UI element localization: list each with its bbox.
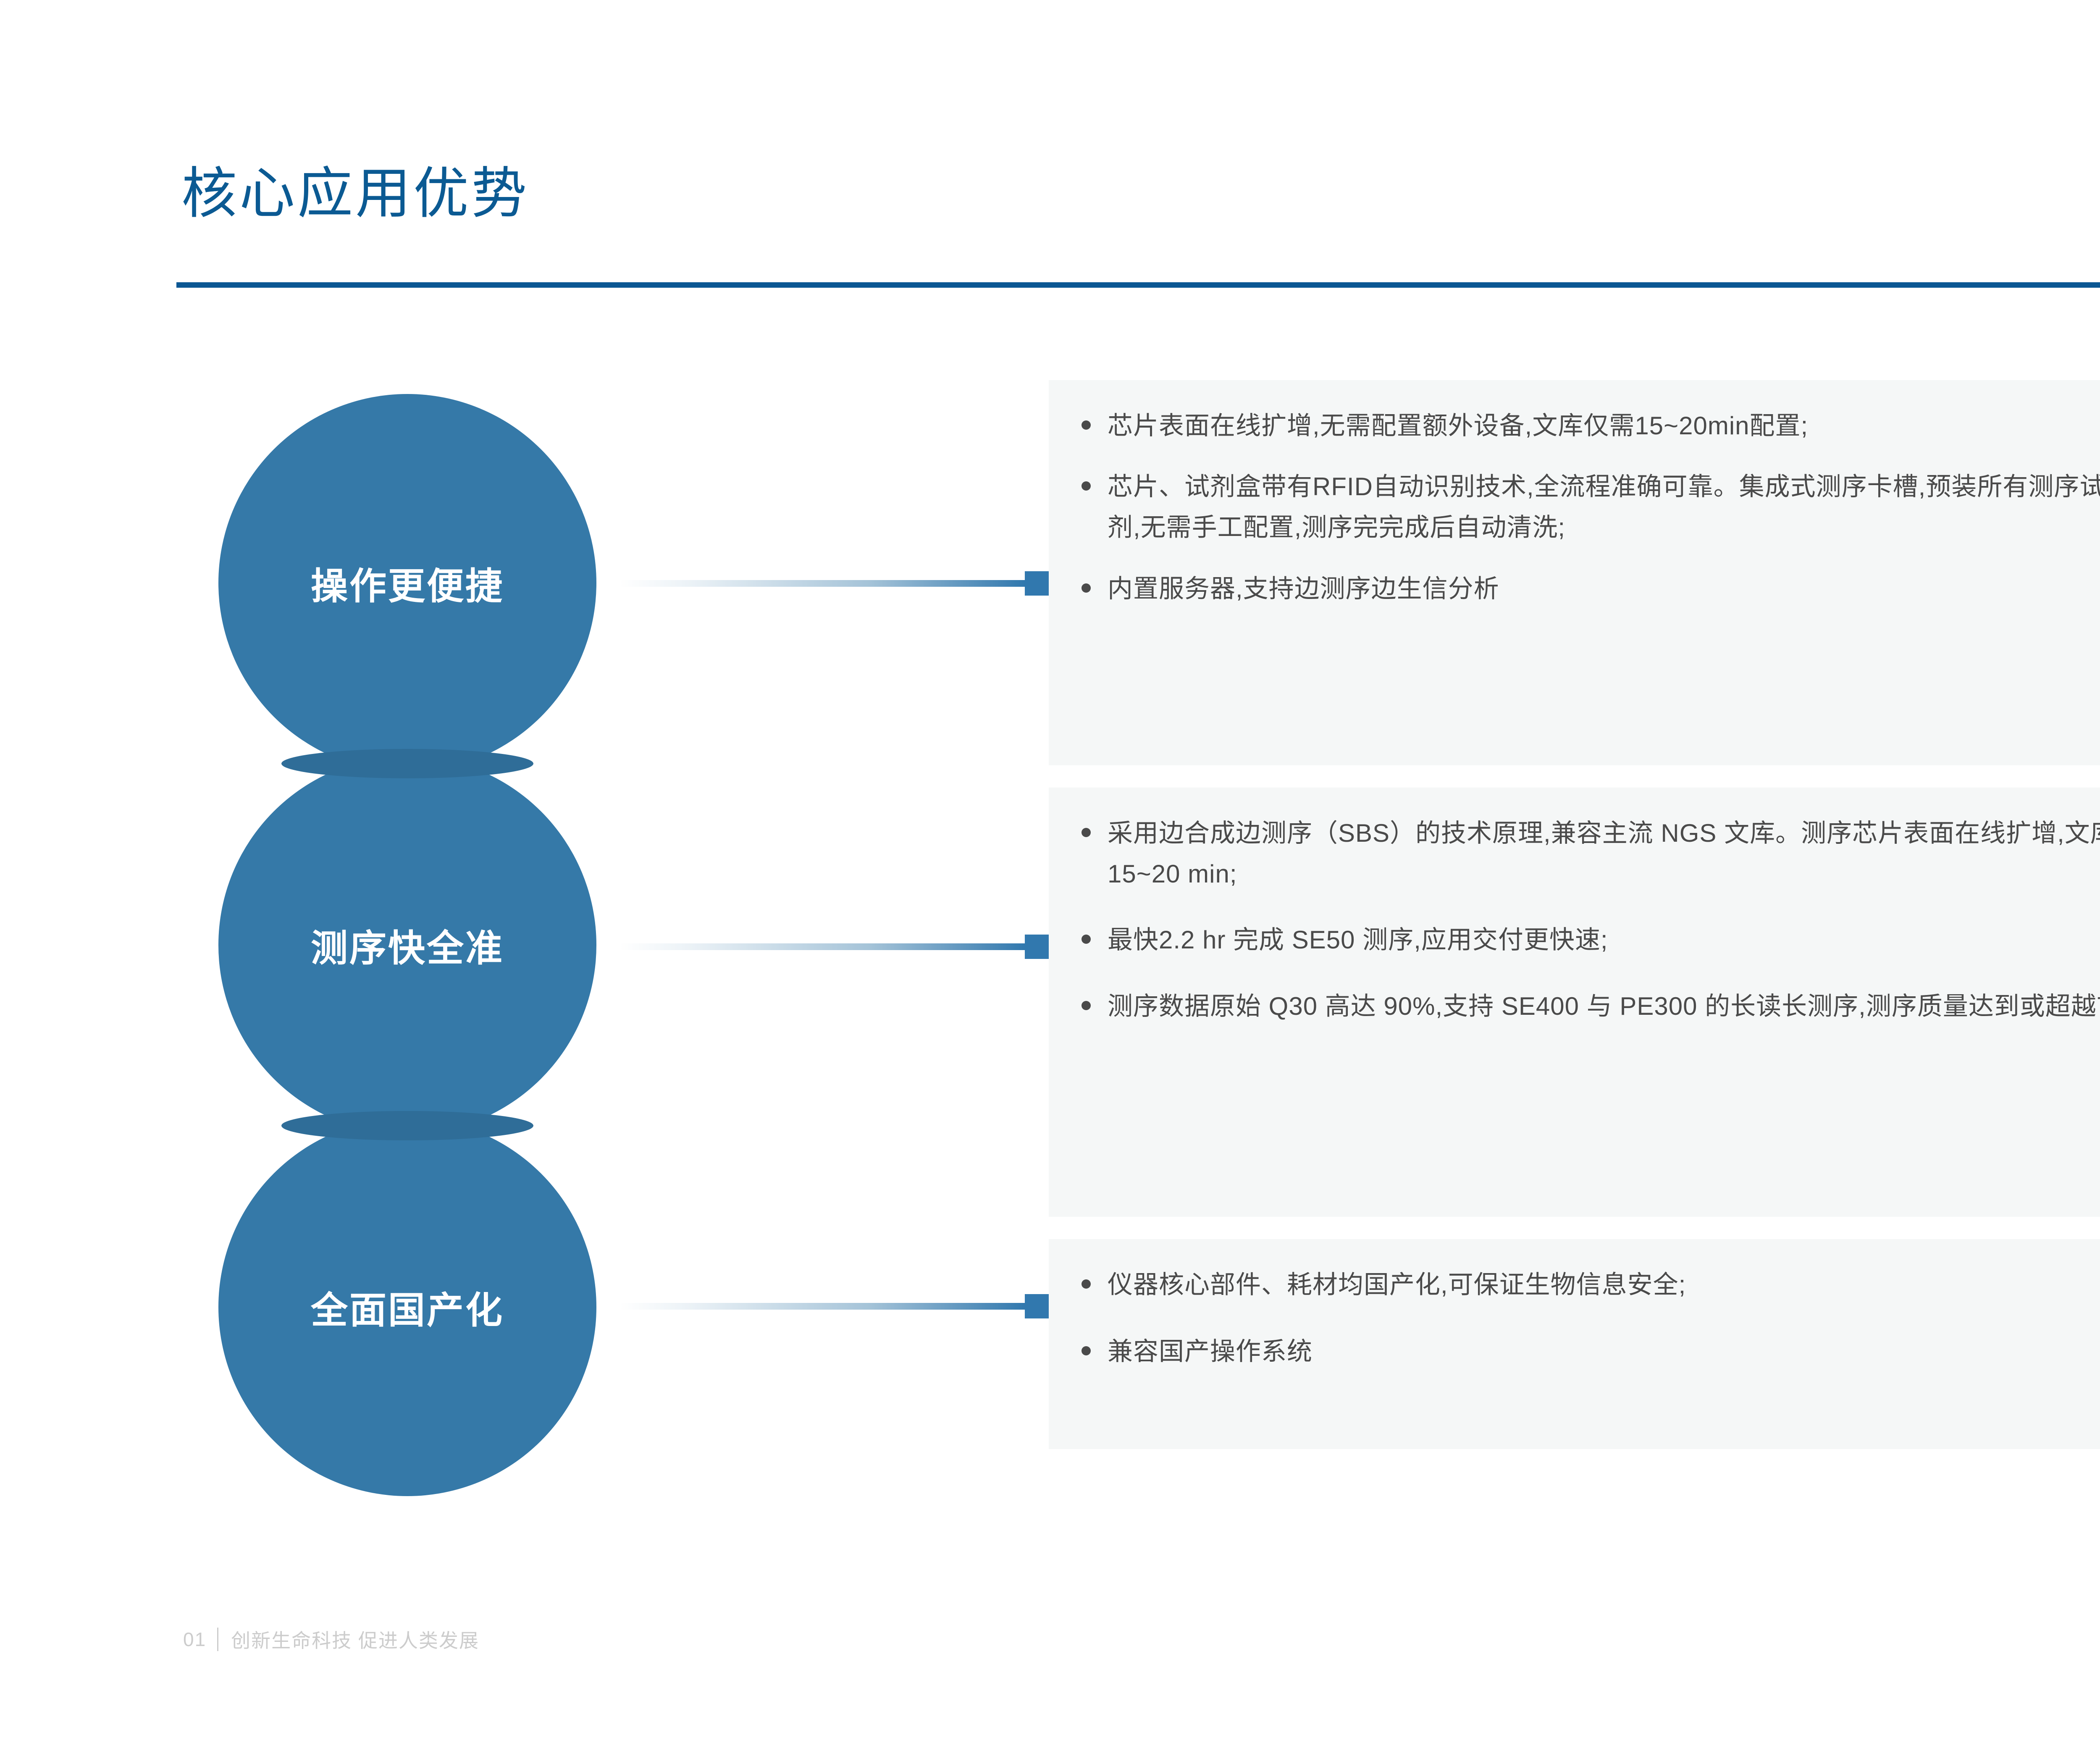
- footer-page-number: 01: [183, 1628, 207, 1650]
- bullet-dot-icon: [1082, 1279, 1091, 1289]
- bullet-item: 仪器核心部件、耗材均国产化,可保证生物信息安全;: [1082, 1264, 2100, 1305]
- bullet-text: 测序数据原始 Q30 高达 90%,支持 SE400 与 PE300 的长读长测…: [1108, 992, 2100, 1020]
- bullet-dot-icon: [1082, 481, 1091, 491]
- title-underline-rule: [176, 282, 2100, 288]
- bullet-dot-icon: [1082, 420, 1091, 430]
- circle-label-1: 操作更便捷: [310, 565, 504, 607]
- connector-line-2: [620, 943, 1025, 950]
- connector-marker-1: [1025, 571, 1049, 596]
- bullet-dot-icon: [1082, 1346, 1091, 1356]
- footer-tagline: 创新生命科技 促进人类发展: [231, 1630, 479, 1652]
- connector-line-3: [620, 1303, 1025, 1310]
- footer: 01 创新生命科技 促进人类发展: [183, 1625, 479, 1653]
- content-panel-2: 采用边合成边测序（SBS）的技术原理,兼容主流 NGS 文库。测序芯片表面在线扩…: [1049, 788, 2100, 1217]
- bullet-item: 芯片表面在线扩增,无需配置额外设备,文库仅需15~20min配置;: [1082, 405, 2100, 446]
- circle-stack: 操作更便捷 测序快全准 全面国产化: [218, 394, 596, 1496]
- bullet-dot-icon: [1082, 1000, 1091, 1010]
- footer-divider: [217, 1628, 219, 1651]
- bullet-dot-icon: [1082, 583, 1091, 593]
- bullet-text: 仪器核心部件、耗材均国产化,可保证生物信息安全;: [1108, 1271, 1686, 1299]
- bullet-item: 最快2.2 hr 完成 SE50 测序,应用交付更快速;: [1082, 919, 2100, 960]
- content-panel-3: 仪器核心部件、耗材均国产化,可保证生物信息安全; 兼容国产操作系统: [1049, 1239, 2100, 1449]
- bullet-item: 芯片、试剂盒带有RFID自动识别技术,全流程准确可靠。集成式测序卡槽,预装所有测…: [1082, 466, 2100, 548]
- bullet-item: 内置服务器,支持边测序边生信分析: [1082, 568, 2100, 609]
- bullet-text: 兼容国产操作系统: [1108, 1337, 1312, 1366]
- circle-label-2: 测序快全准: [310, 927, 504, 969]
- bullet-text: 芯片表面在线扩增,无需配置额外设备,文库仅需15~20min配置;: [1108, 412, 1809, 440]
- bullet-item: 采用边合成边测序（SBS）的技术原理,兼容主流 NGS 文库。测序芯片表面在线扩…: [1082, 813, 2100, 894]
- circle-item-1[interactable]: 操作更便捷: [218, 394, 596, 772]
- bullet-item: 测序数据原始 Q30 高达 90%,支持 SE400 与 PE300 的长读长测…: [1082, 986, 2100, 1027]
- connector-marker-2: [1025, 935, 1049, 959]
- circle-item-2[interactable]: 测序快全准: [218, 756, 596, 1134]
- bullet-text: 内置服务器,支持边测序边生信分析: [1108, 574, 1499, 603]
- page-title: 核心应用优势: [181, 163, 529, 224]
- bullet-dot-icon: [1082, 935, 1091, 944]
- content-panel-1: 芯片表面在线扩增,无需配置额外设备,文库仅需15~20min配置; 芯片、试剂盒…: [1049, 380, 2100, 765]
- bullet-text: 采用边合成边测序（SBS）的技术原理,兼容主流 NGS 文库。测序芯片表面在线扩…: [1108, 819, 2100, 888]
- circle-label-3: 全面国产化: [310, 1289, 504, 1331]
- bullet-text: 最快2.2 hr 完成 SE50 测序,应用交付更快速;: [1108, 926, 1608, 954]
- connector-marker-3: [1025, 1294, 1049, 1318]
- bullet-text: 芯片、试剂盒带有RFID自动识别技术,全流程准确可靠。集成式测序卡槽,预装所有测…: [1108, 473, 2100, 542]
- connector-line-1: [620, 580, 1025, 587]
- bullet-dot-icon: [1082, 828, 1091, 837]
- circle-item-3[interactable]: 全面国产化: [218, 1118, 596, 1496]
- bullet-item: 兼容国产操作系统: [1082, 1331, 2100, 1372]
